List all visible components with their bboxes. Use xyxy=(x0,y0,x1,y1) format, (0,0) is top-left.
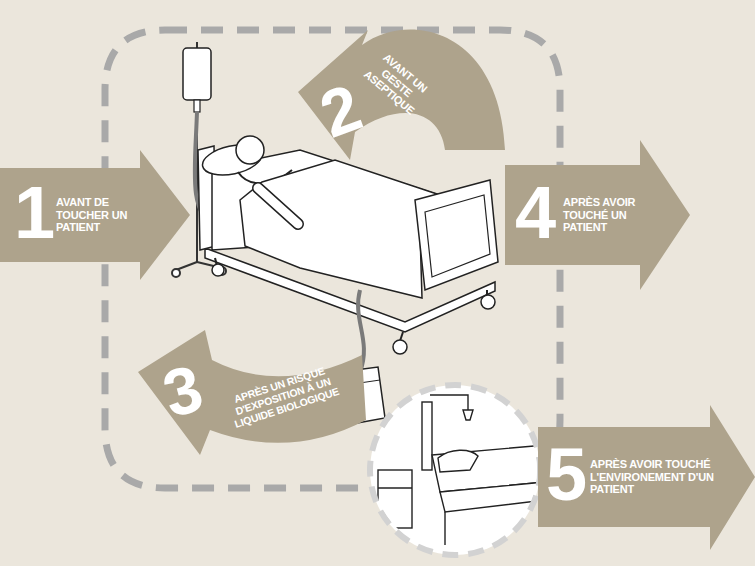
moment-label: APRÈS AVOIR TOUCHÉ L'ENVIRONEMENT D'UN P… xyxy=(590,458,718,496)
lamp-arm xyxy=(430,395,468,410)
patient-arm-outline xyxy=(258,188,298,224)
inset-rail xyxy=(440,482,545,512)
moment-arrow: 3APRÈS UN RISQUE D'EXPOSITION À UN LIQUI… xyxy=(130,320,370,460)
inset-headboard xyxy=(422,402,432,470)
arrow-fill xyxy=(0,150,190,280)
moment-arrow: 2AVANT UN GESTE ASEPTIQUE xyxy=(290,20,505,160)
arrow-fill xyxy=(298,30,505,160)
drip-chamber xyxy=(194,100,200,112)
inset-leg xyxy=(444,512,445,545)
arrow-fill xyxy=(138,330,366,455)
moment-label: APRÈS AVOIR TOUCHÉ UN PATIENT xyxy=(563,196,647,234)
lamp xyxy=(463,410,473,420)
patient-head xyxy=(236,136,264,164)
patient-arm xyxy=(258,188,298,224)
bed-wheel xyxy=(393,340,407,354)
bed-wheel xyxy=(481,295,495,309)
iv-bag xyxy=(183,48,211,100)
moment-number: 1 xyxy=(14,180,58,247)
night-table-drawer xyxy=(378,487,412,488)
night-table xyxy=(378,470,412,528)
moment-arrow: 1AVANT DE TOUCHER UN PATIENT xyxy=(0,150,190,280)
blanket xyxy=(240,160,440,298)
footboard xyxy=(415,180,498,290)
footboard-panel xyxy=(425,195,490,277)
inset-pillow xyxy=(438,450,478,472)
iv-pole-leg xyxy=(176,262,197,270)
iv-pole-wheel xyxy=(172,269,180,277)
arrow-fill xyxy=(538,405,755,550)
moment-number: 5 xyxy=(546,442,590,509)
moment-number: 4 xyxy=(515,180,559,247)
arrow-fill xyxy=(505,140,690,290)
moment-arrow: 4APRÈS AVOIR TOUCHÉ UN PATIENT xyxy=(505,140,690,290)
moment-arrow: 5APRÈS AVOIR TOUCHÉ L'ENVIRONEMENT D'UN … xyxy=(538,405,755,550)
moment-label: AVANT DE TOUCHER UN PATIENT xyxy=(56,196,140,234)
bed-wheel xyxy=(212,264,224,276)
environment-sketch xyxy=(378,395,545,545)
